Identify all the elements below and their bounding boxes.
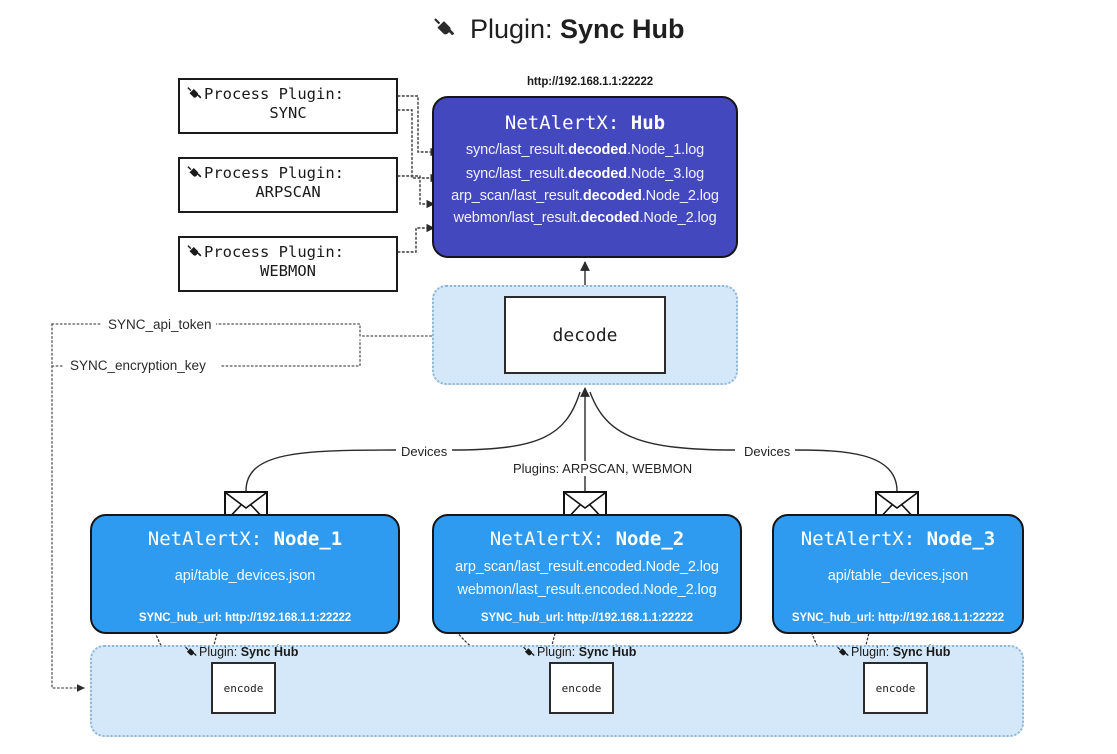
edge-label-devices-left: Devices xyxy=(396,444,453,459)
hub-log-4-mid: decoded xyxy=(580,210,640,226)
node-3-hub-url-label: SYNC_hub_url: xyxy=(791,612,879,624)
hub-title-prefix: NetAlertX: xyxy=(504,112,631,134)
node-2-hub-url-value: http://192.168.1.1:22222 xyxy=(567,612,694,624)
node-3-hub-url: SYNC_hub_url: http://192.168.1.1:22222 xyxy=(774,612,1022,624)
process-plugin-arpscan-label: Process Plugin: xyxy=(204,164,344,182)
hub-log-1-pre: sync/last_result. xyxy=(465,142,569,158)
hub-log-4-pre: webmon/last_result. xyxy=(453,210,581,226)
encode-box-1[interactable]: encode xyxy=(211,662,276,714)
hub-log-1-mid: decoded xyxy=(568,142,628,158)
hub-log-4-post: .Node_2.log xyxy=(639,210,717,226)
hub-log-3-mid: decoded xyxy=(582,188,642,204)
plug-icon xyxy=(837,646,849,656)
hub-log-line-4: webmon/last_result.decoded.Node_2.log xyxy=(434,210,736,226)
node-2-line-2: webmon/last_result.encoded.Node_2.log xyxy=(457,582,717,598)
decode-box[interactable]: decode xyxy=(504,296,666,374)
node-2-title: NetAlertX: Node_2 xyxy=(434,528,740,550)
plug-icon xyxy=(187,245,202,257)
node-3-hub-url-value: http://192.168.1.1:22222 xyxy=(878,612,1005,624)
process-plugin-box-webmon[interactable]: Process Plugin: WEBMON xyxy=(178,236,398,292)
node-3-title: NetAlertX: Node_3 xyxy=(774,528,1022,550)
page-title-prefix: Plugin: xyxy=(469,14,561,44)
hub-log-1-post: .Node_1.log xyxy=(627,142,705,158)
hub-title-name: Hub xyxy=(630,112,666,134)
edge-label-devices-right: Devices xyxy=(739,444,796,459)
process-plugin-webmon-name: WEBMON xyxy=(260,262,316,281)
hub-log-2-mid: decoded xyxy=(568,166,628,182)
sync-encryption-key-label: SYNC_encryption_key xyxy=(66,358,210,373)
node-2-hub-url: SYNC_hub_url: http://192.168.1.1:22222 xyxy=(434,612,740,624)
hub-log-2-post: .Node_3.log xyxy=(627,166,705,182)
process-plugin-arpscan-name: ARPSCAN xyxy=(255,183,321,202)
node-1-hub-url-value: http://192.168.1.1:22222 xyxy=(225,612,352,624)
hub-log-3-post: .Node_2.log xyxy=(641,188,719,204)
node-1-line-1: api/table_devices.json xyxy=(174,568,316,584)
hub-node-box[interactable]: NetAlertX: Hub sync/last_result.decoded.… xyxy=(432,96,738,258)
encode-caption-1-prefix: Plugin: xyxy=(199,645,241,659)
hub-log-line-3: arp_scan/last_result.decoded.Node_2.log xyxy=(434,188,736,204)
edge-label-plugins: Plugins: ARPSCAN, WEBMON xyxy=(508,461,698,476)
encode-caption-3-name: Sync Hub xyxy=(892,645,951,659)
node-3-title-name: Node_3 xyxy=(926,528,996,550)
node-box-node-3[interactable]: NetAlertX: Node_3 api/table_devices.json… xyxy=(772,514,1024,634)
hub-title: NetAlertX: Hub xyxy=(434,112,736,134)
node-3-line-1: api/table_devices.json xyxy=(827,568,969,584)
hub-log-3-pre: arp_scan/last_result. xyxy=(451,188,583,204)
node-1-title-name: Node_1 xyxy=(273,528,343,550)
process-plugin-sync-label: Process Plugin: xyxy=(204,85,344,103)
process-plugin-box-sync[interactable]: Process Plugin: SYNC xyxy=(178,78,398,134)
encode-box-3[interactable]: encode xyxy=(863,662,928,714)
process-plugin-box-arpscan[interactable]: Process Plugin: ARPSCAN xyxy=(178,157,398,213)
encode-caption-3-prefix: Plugin: xyxy=(851,645,893,659)
node-2-hub-url-label: SYNC_hub_url: xyxy=(480,612,568,624)
process-plugin-webmon-line1: Process Plugin: xyxy=(180,243,396,262)
node-1-hub-url-label: SYNC_hub_url: xyxy=(138,612,226,624)
plug-icon xyxy=(523,646,535,656)
node-3-title-prefix: NetAlertX: xyxy=(800,528,927,550)
hub-log-line-2: sync/last_result.decoded.Node_3.log xyxy=(434,166,736,182)
hub-url-label: http://192.168.1.1:22222 xyxy=(526,76,654,88)
page-title-name: Sync Hub xyxy=(560,14,685,44)
plug-icon xyxy=(187,166,202,178)
encode-caption-2-prefix: Plugin: xyxy=(537,645,579,659)
plug-icon xyxy=(185,646,197,656)
node-1-title-prefix: NetAlertX: xyxy=(147,528,274,550)
encode-caption-1-name: Sync Hub xyxy=(240,645,299,659)
hub-log-2-pre: sync/last_result. xyxy=(465,166,569,182)
encode-caption-3: Plugin: Sync Hub xyxy=(836,645,950,659)
plug-icon xyxy=(434,18,455,35)
encode-caption-1: Plugin: Sync Hub xyxy=(184,645,298,659)
node-1-hub-url: SYNC_hub_url: http://192.168.1.1:22222 xyxy=(92,612,398,624)
node-2-line-1: arp_scan/last_result.encoded.Node_2.log xyxy=(455,559,719,575)
page-title: Plugin: Sync Hub xyxy=(0,14,1117,45)
node-1-title: NetAlertX: Node_1 xyxy=(92,528,398,550)
process-plugin-arpscan-line1: Process Plugin: xyxy=(180,164,396,183)
node-2-title-name: Node_2 xyxy=(615,528,685,550)
sync-api-token-label: SYNC_api_token xyxy=(104,317,216,332)
plug-icon xyxy=(187,87,202,99)
node-2-title-prefix: NetAlertX: xyxy=(489,528,616,550)
hub-log-line-1: sync/last_result.decoded.Node_1.log xyxy=(434,142,736,158)
encode-box-2[interactable]: encode xyxy=(549,662,614,714)
process-plugin-sync-name: SYNC xyxy=(269,104,307,123)
node-box-node-1[interactable]: NetAlertX: Node_1 api/table_devices.json… xyxy=(90,514,400,634)
encode-caption-2: Plugin: Sync Hub xyxy=(522,645,636,659)
process-plugin-sync-line1: Process Plugin: xyxy=(180,85,396,104)
process-plugin-webmon-label: Process Plugin: xyxy=(204,243,344,261)
encode-caption-2-name: Sync Hub xyxy=(578,645,637,659)
node-box-node-2[interactable]: NetAlertX: Node_2 arp_scan/last_result.e… xyxy=(432,514,742,634)
